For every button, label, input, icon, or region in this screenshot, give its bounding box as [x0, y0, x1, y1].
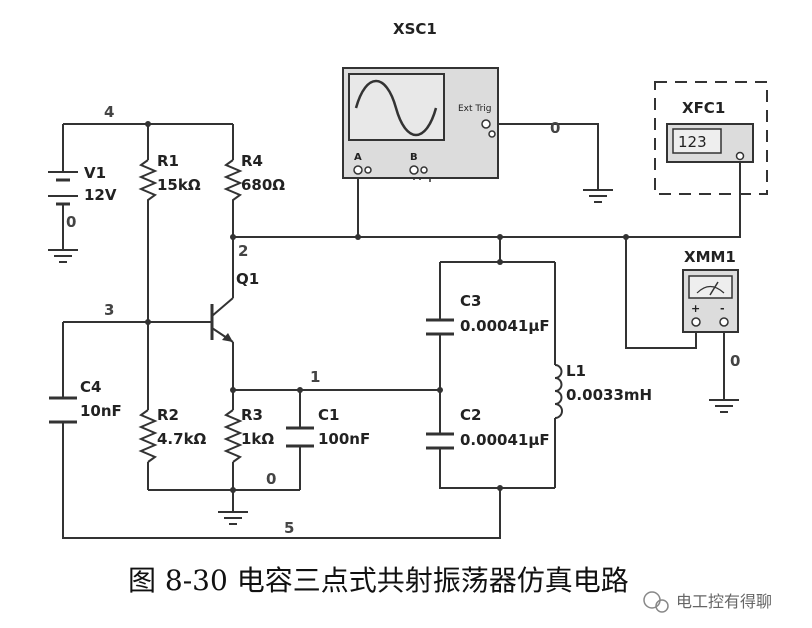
wire-node1: [232, 342, 440, 391]
v1-ref-label: V1: [84, 164, 106, 182]
scope-terminal-b-minus: [420, 166, 428, 174]
node-0-bottom-label: 0: [266, 470, 276, 488]
l1-value-label: 0.0033mH: [566, 386, 652, 404]
r1-resistor-symbol: [138, 159, 158, 210]
c4-ref-label: C4: [80, 378, 101, 396]
meter-terminal-plus: [691, 317, 701, 327]
c4-capacitor-symbol: [49, 396, 77, 424]
scope-terminal-a-minus: [364, 166, 372, 174]
node-0-v1-label: 0: [66, 213, 76, 231]
meter-needle: [709, 281, 719, 296]
xfc1-frequency-counter: 123: [654, 81, 768, 195]
ground-icon: [48, 249, 78, 263]
node-4-label: 4: [104, 103, 114, 121]
meter-plus-label: +: [691, 302, 700, 315]
r2-value-label: 4.7kΩ: [157, 430, 207, 448]
c1-value-label: 100nF: [318, 430, 370, 448]
r2-resistor-symbol: [138, 409, 158, 463]
junction-dot: [230, 387, 236, 393]
junction-dot: [230, 234, 236, 240]
wire-node0: [148, 489, 300, 512]
junction-dot: [145, 121, 151, 127]
xsc1-label: XSC1: [393, 20, 437, 38]
ground-icon: [709, 399, 739, 413]
counter-terminal: [735, 151, 745, 161]
node-1-label: 1: [310, 368, 320, 386]
scope-terminal-b: [409, 165, 419, 175]
meter-needle-icon: [696, 285, 725, 294]
q1-transistor-symbol: [210, 297, 234, 343]
r1-value-label: 15kΩ: [157, 176, 201, 194]
ext-trig-label: Ext Trig: [458, 104, 492, 114]
xmm1-multimeter: + -: [682, 269, 739, 333]
sine-wave-icon: [354, 79, 438, 137]
junction-dot: [497, 485, 503, 491]
wire-node2: [233, 162, 741, 238]
meter-minus-label: -: [720, 302, 725, 315]
channel-b-label: B: [410, 152, 418, 163]
channel-a-label: A: [354, 152, 362, 163]
c2-value-label: 0.00041μF: [460, 431, 550, 449]
xsc1-oscilloscope: Ext Trig A B: [342, 67, 499, 179]
scope-terminal-trigger-ground: [488, 130, 496, 138]
wire-meter-plus: [625, 237, 697, 349]
junction-dot: [355, 234, 361, 240]
v1-value-label: 12V: [84, 186, 117, 204]
junction-dot: [145, 319, 151, 325]
junction-dot: [437, 387, 443, 393]
v1-battery-symbol: [48, 170, 78, 212]
r2-ref-label: R2: [157, 406, 179, 424]
junction-dots: [145, 121, 629, 493]
junction-dot: [230, 487, 236, 493]
c2-ref-label: C2: [460, 406, 481, 424]
wechat-icon-bubble: [655, 599, 669, 613]
c1-ref-label: C1: [318, 406, 339, 424]
r4-resistor-symbol: [223, 159, 243, 210]
node-5-label: 5: [284, 519, 294, 537]
junction-dot: [497, 259, 503, 265]
r3-value-label: 1kΩ: [241, 430, 274, 448]
r3-resistor-symbol: [223, 409, 243, 463]
wire-scope-trig: [490, 123, 599, 190]
r4-ref-label: R4: [241, 152, 263, 170]
ground-icon: [218, 511, 248, 525]
watermark-text: 电工控有得聊: [676, 592, 772, 611]
junction-dot: [297, 387, 303, 393]
node-0-scope-label: 0: [550, 119, 560, 137]
c3-ref-label: C3: [460, 292, 481, 310]
node-0-meter-label: 0: [730, 352, 740, 370]
counter-display-text: 123: [678, 133, 707, 151]
r4-value-label: 680Ω: [241, 176, 285, 194]
node-3-label: 3: [104, 301, 114, 319]
xfc1-label: XFC1: [682, 99, 725, 117]
l1-inductor-symbol: [554, 364, 563, 419]
wire-node5: [62, 322, 501, 539]
c3-capacitor-symbol: [426, 318, 454, 336]
junction-dot: [623, 234, 629, 240]
wechat-icon: [643, 591, 661, 609]
c4-value-label: 10nF: [80, 402, 122, 420]
scope-terminal-a: [353, 165, 363, 175]
c3-value-label: 0.00041μF: [460, 317, 550, 335]
node-2-label: 2: [238, 242, 248, 260]
wire-tank-top: [440, 237, 555, 263]
watermark: 电工控有得聊: [643, 591, 772, 613]
r1-ref-label: R1: [157, 152, 179, 170]
ground-icon: [583, 189, 613, 203]
counter-display: [672, 128, 722, 154]
c1-capacitor-symbol: [286, 426, 314, 448]
r3-ref-label: R3: [241, 406, 263, 424]
junction-dot: [497, 234, 503, 240]
c2-capacitor-symbol: [426, 432, 454, 450]
l1-ref-label: L1: [566, 362, 586, 380]
meter-terminal-minus: [719, 317, 729, 327]
counter-dashed-border: [654, 81, 768, 195]
figure-caption: 图 8-30 电容三点式共射振荡器仿真电路: [128, 564, 629, 597]
scope-terminal-trigger: [481, 119, 491, 129]
q1-ref-label: Q1: [236, 270, 259, 288]
wire-tank-bottom: [439, 448, 555, 489]
xmm1-label: XMM1: [684, 248, 736, 266]
